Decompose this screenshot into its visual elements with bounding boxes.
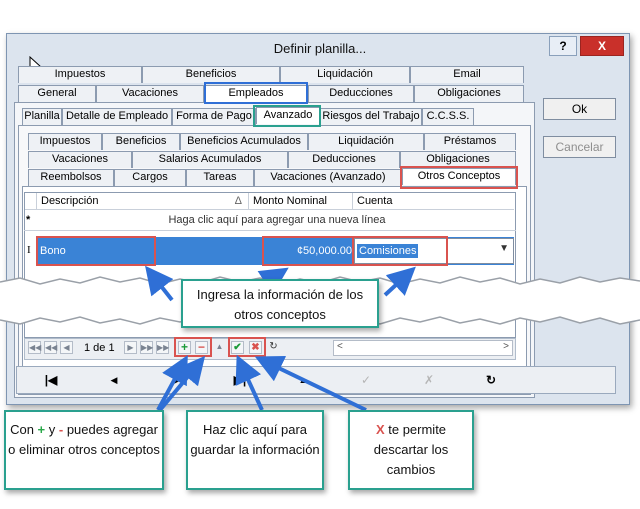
tab-ccss[interactable]: C.C.S.S.: [422, 108, 474, 125]
cancel-x-icon[interactable]: ✖: [249, 341, 262, 354]
page-indicator: 1 de 1: [84, 342, 115, 354]
tab-avanzado[interactable]: Avanzado: [256, 107, 320, 124]
move-up-icon[interactable]: ▲: [215, 342, 224, 351]
current-row-marker: I: [27, 244, 31, 256]
cell-monto[interactable]: ¢50,000.00: [296, 245, 352, 257]
close-button[interactable]: X: [580, 36, 624, 56]
tab-riesgos-trabajo[interactable]: Riesgos del Trabajo: [320, 108, 422, 125]
tab-adv-impuestos[interactable]: Impuestos: [28, 133, 102, 150]
tab-adv-prestamos[interactable]: Préstamos: [424, 133, 516, 150]
cell-descripcion[interactable]: Bono: [40, 245, 66, 257]
window-title: Definir planilla...: [273, 41, 367, 56]
help-button[interactable]: ?: [549, 36, 577, 56]
tab-forma-pago[interactable]: Forma de Pago: [172, 108, 256, 125]
callout-save: Haz clic aquí para guardar la informació…: [186, 410, 324, 490]
callout-minus-symbol: -: [58, 422, 64, 437]
grid-corner: [25, 193, 37, 210]
scroll-right-icon[interactable]: >: [503, 341, 509, 352]
tab-otros-conceptos[interactable]: Otros Conceptos: [402, 168, 516, 185]
next-page-fast-icon[interactable]: ▶▶: [140, 341, 154, 354]
add-record-icon[interactable]: +: [178, 341, 191, 354]
tab-adv-beneficios-acumulados[interactable]: Beneficios Acumulados: [180, 133, 308, 150]
column-header-cuenta[interactable]: Cuenta: [353, 193, 514, 210]
empleados-tab-highlight: [204, 82, 308, 104]
tab-adv-reembolsos[interactable]: Reembolsos: [28, 169, 114, 186]
tab-adv-vacaciones[interactable]: Vacaciones: [28, 151, 132, 168]
tab-detalle-empleado[interactable]: Detalle de Empleado: [62, 108, 172, 125]
prior-record-icon[interactable]: ◀: [110, 375, 118, 385]
add-new-line-row[interactable]: Haga clic aquí para agregar una nueva lí…: [168, 214, 386, 226]
tab-adv-obligaciones[interactable]: Obligaciones: [400, 151, 516, 168]
tab-impuestos[interactable]: Impuestos: [18, 66, 142, 83]
cuenta-highlight: [352, 236, 448, 266]
cancel-edit-icon[interactable]: ✗: [423, 373, 435, 387]
insert-record-icon[interactable]: ▲: [298, 375, 308, 385]
refresh-icon[interactable]: ↻: [269, 341, 278, 352]
save-cancel-highlight: [228, 337, 266, 357]
tab-planilla[interactable]: Planilla: [22, 108, 62, 125]
chevron-down-icon[interactable]: ▼: [499, 243, 509, 254]
tab-adv-tareas[interactable]: Tareas: [186, 169, 254, 186]
first-page-icon[interactable]: ◀◀: [28, 341, 42, 354]
prev-page-fast-icon[interactable]: ◀◀: [44, 341, 58, 354]
remove-record-icon[interactable]: −: [195, 341, 208, 354]
sort-ascending-icon: Δ: [234, 195, 242, 207]
callout-main: Ingresa la información de los otros conc…: [181, 279, 379, 328]
callout-add-remove-post: puedes agregar o eliminar otros concepto…: [8, 422, 160, 457]
tab-general[interactable]: General: [18, 85, 96, 102]
monto-highlight: [262, 236, 354, 266]
ok-button[interactable]: Ok: [543, 98, 616, 120]
first-record-icon[interactable]: |◀: [44, 373, 58, 387]
row-divider: [24, 230, 516, 231]
refresh-data-icon[interactable]: ↻: [485, 373, 497, 387]
tab-adv-salarios-acumulados[interactable]: Salarios Acumulados: [132, 151, 288, 168]
next-record-icon[interactable]: ▶: [173, 375, 181, 385]
column-header-descripcion-label: Descripción: [41, 195, 99, 207]
descripcion-highlight: [36, 236, 156, 266]
callout-add-remove-mid: y: [45, 422, 59, 437]
new-row-marker: *: [26, 214, 31, 226]
tab-adv-beneficios[interactable]: Beneficios: [102, 133, 180, 150]
tab-adv-vacaciones-avanzado[interactable]: Vacaciones (Avanzado): [254, 169, 402, 186]
column-header-descripcion[interactable]: Descripción Δ: [37, 193, 249, 210]
avanzado-tab-highlight: [253, 105, 321, 127]
callout-plus-symbol: +: [37, 422, 46, 437]
callout-x-symbol: X: [375, 422, 385, 437]
tab-vacaciones[interactable]: Vacaciones: [96, 85, 204, 102]
tab-adv-liquidacion[interactable]: Liquidación: [308, 133, 424, 150]
cuenta-select[interactable]: Comisiones ▼: [354, 238, 514, 264]
otros-conceptos-highlight: [400, 166, 518, 189]
cell-cuenta: Comisiones: [357, 244, 419, 258]
tab-liquidacion[interactable]: Liquidación: [280, 66, 410, 83]
next-page-icon[interactable]: ▶: [124, 341, 137, 354]
add-remove-highlight: [174, 337, 212, 357]
save-check-icon[interactable]: ✔: [231, 341, 244, 354]
tab-beneficios[interactable]: Beneficios: [142, 66, 280, 83]
tab-obligaciones[interactable]: Obligaciones: [414, 85, 524, 102]
tab-deducciones[interactable]: Deducciones: [308, 85, 414, 102]
callout-discard: X te permite descartar los cambios: [348, 410, 474, 490]
cancel-button[interactable]: Cancelar: [543, 136, 616, 158]
post-edit-icon[interactable]: ✓: [360, 373, 372, 387]
horizontal-scrollbar[interactable]: < >: [333, 340, 513, 356]
tab-email[interactable]: Email: [410, 66, 524, 83]
callout-add-remove: Con + y - puedes agregar o eliminar otro…: [4, 410, 164, 490]
callout-add-remove-pre: Con: [10, 422, 38, 437]
last-page-icon[interactable]: ▶▶: [156, 341, 170, 354]
column-header-monto[interactable]: Monto Nominal: [249, 193, 353, 210]
tab-adv-cargos[interactable]: Cargos: [114, 169, 186, 186]
callout-discard-post: te permite descartar los cambios: [373, 422, 449, 477]
last-record-icon[interactable]: ▶|: [233, 373, 247, 387]
tab-adv-deducciones[interactable]: Deducciones: [288, 151, 400, 168]
prev-page-icon[interactable]: ◀: [60, 341, 73, 354]
scroll-left-icon[interactable]: <: [337, 341, 343, 352]
